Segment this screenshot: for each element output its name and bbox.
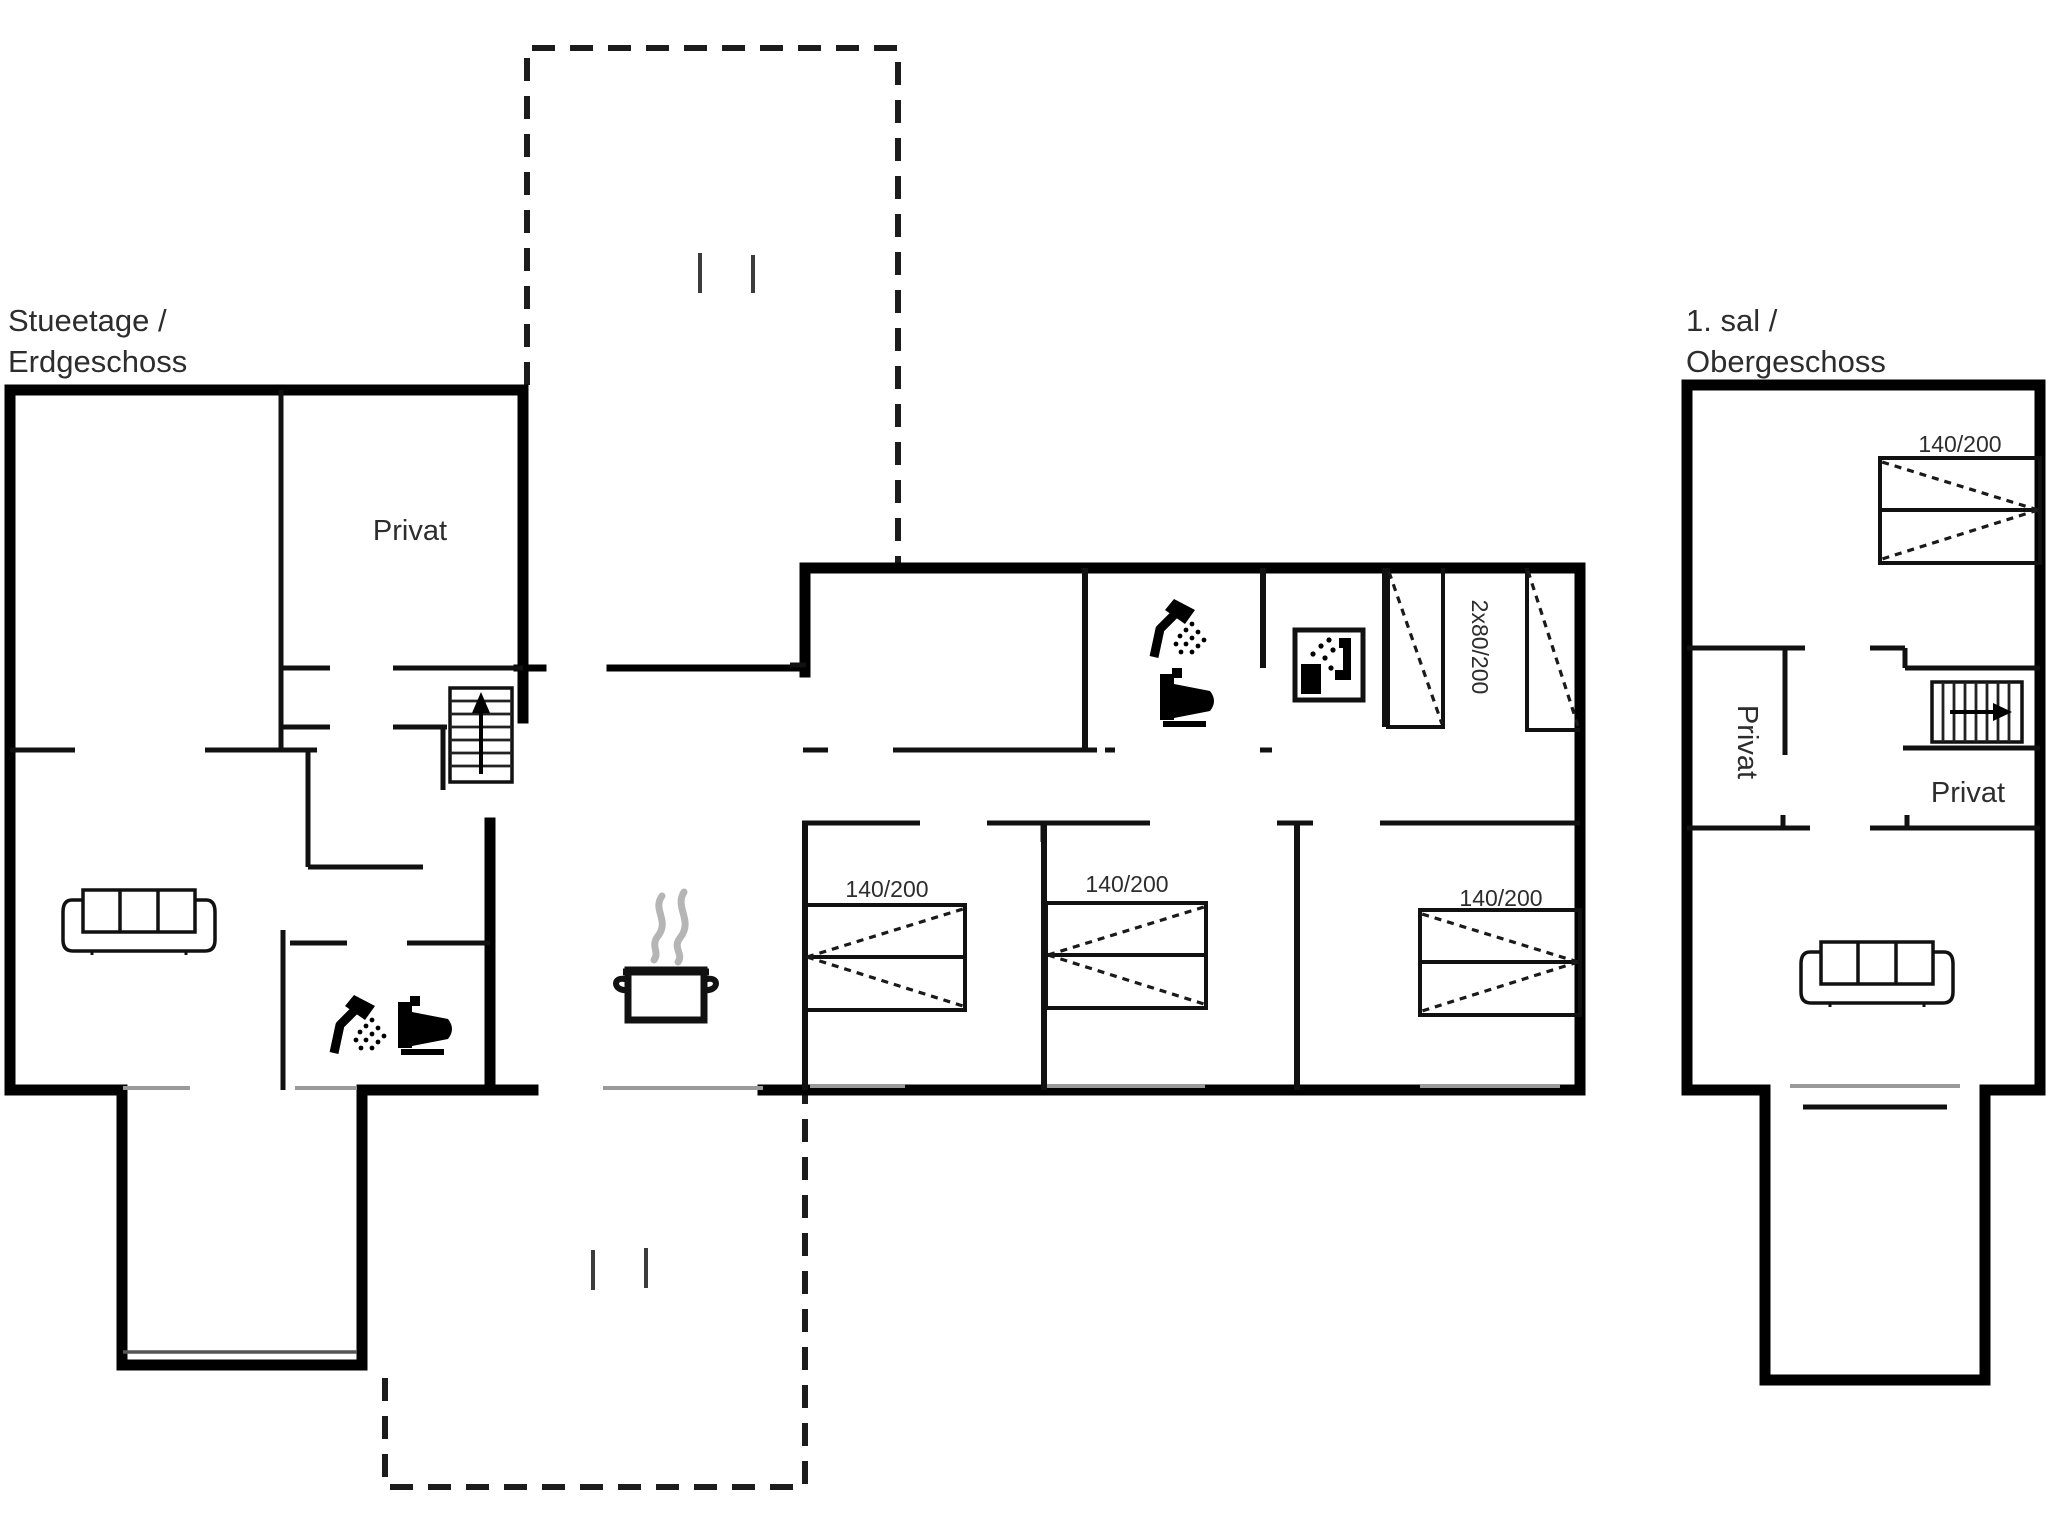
terrace-bottom-door-ticks bbox=[591, 1248, 648, 1290]
stairs-up-icon bbox=[448, 686, 514, 784]
bed-size-label: 140/200 bbox=[1918, 431, 2001, 457]
washing-machine-icon bbox=[1295, 630, 1363, 700]
privat-room-label: Privat bbox=[373, 515, 447, 547]
toilet-icon bbox=[398, 996, 452, 1052]
upper-floor: 1. sal / Obergeschoss 140/200 Privat Pri… bbox=[1681, 303, 2046, 1386]
double-bed bbox=[803, 903, 967, 1012]
terrace-top-door-ticks bbox=[698, 253, 755, 293]
ground-floor: Stueetage / Erdgeschoss bbox=[4, 45, 1586, 1490]
bed-size-label: 140/200 bbox=[845, 876, 928, 902]
entry-annex-outer-wall bbox=[116, 1084, 539, 1371]
upper-annex-outer-wall bbox=[1759, 1084, 1991, 1386]
shower-icon bbox=[1154, 599, 1206, 657]
double-bed bbox=[1418, 908, 1582, 1017]
bunk-bed-size-label: 2x80/200 bbox=[1467, 600, 1493, 695]
ground-floor-title-line1: Stueetage / bbox=[8, 303, 167, 338]
bunk-beds bbox=[1386, 568, 1580, 732]
upper-floor-title-line1: 1. sal / bbox=[1686, 303, 1778, 338]
bed-size-label: 140/200 bbox=[1085, 871, 1168, 897]
upper-floor-interior-walls bbox=[1687, 645, 2040, 831]
cooking-pot-icon bbox=[616, 892, 716, 1020]
privat-hall-label: Privat bbox=[1731, 705, 1763, 779]
terrace-top-outline bbox=[524, 45, 901, 563]
left-wing-interior-walls bbox=[10, 390, 523, 1090]
privat-room-label: Privat bbox=[1931, 777, 2005, 809]
double-bed bbox=[1044, 901, 1208, 1010]
ground-window-openings bbox=[123, 1084, 1560, 1090]
shower-icon bbox=[334, 995, 386, 1053]
upper-floor-title-line2: Obergeschoss bbox=[1686, 344, 1886, 379]
bed-size-label: 140/200 bbox=[1459, 885, 1542, 911]
centre-wing-outer-wall bbox=[757, 562, 1586, 1096]
ground-floor-title-line2: Erdgeschoss bbox=[8, 344, 187, 379]
upper-floor-outer-wall bbox=[1681, 379, 2046, 1096]
terrace-bottom-outline bbox=[382, 1092, 808, 1490]
sofa-icon bbox=[1799, 940, 1955, 1009]
toilet-icon bbox=[1160, 668, 1214, 724]
sofa-icon bbox=[61, 888, 217, 957]
double-bed bbox=[1878, 456, 2042, 565]
left-wing-outer-wall bbox=[4, 384, 529, 1096]
stairs-icon bbox=[1930, 680, 2024, 744]
